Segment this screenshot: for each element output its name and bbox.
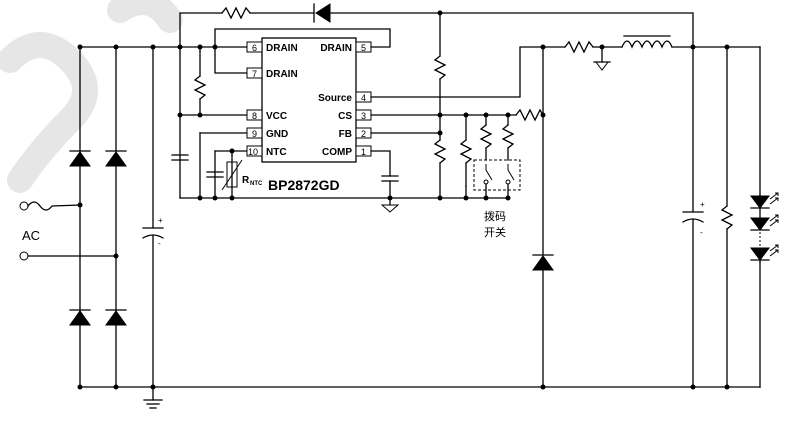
led-string	[750, 192, 779, 263]
pin-7-name: DRAIN	[266, 69, 298, 80]
svg-text:6: 6	[252, 43, 257, 53]
svg-text:2: 2	[361, 129, 366, 139]
svg-text:-: -	[158, 239, 161, 248]
ic-left-wiring	[152, 44, 441, 201]
pin-10-name: NTC	[266, 147, 287, 158]
bulk-capacitor: + -	[142, 44, 164, 390]
pin-2-name: FB	[339, 129, 352, 140]
svg-text:8: 8	[252, 111, 257, 121]
svg-text:1: 1	[361, 147, 366, 157]
bridge-rectifier	[69, 44, 761, 390]
svg-text:-: -	[700, 228, 703, 237]
watermark	[0, 0, 183, 193]
ac-input: AC	[19, 201, 117, 261]
svg-text:5: 5	[361, 43, 366, 53]
pin-3-name: CS	[338, 111, 352, 122]
bridge-diode-3	[69, 309, 91, 326]
output-stage: + -	[532, 35, 761, 390]
top-path	[179, 3, 694, 48]
led-3	[750, 244, 779, 261]
ic-right-wiring	[214, 12, 546, 213]
svg-text:+: +	[700, 200, 705, 209]
svg-text:NTC: NTC	[250, 181, 263, 187]
dip-switch: 拨码 开关	[439, 114, 521, 239]
dip-switch-label-1: 拨码	[484, 209, 506, 223]
bridge-diode-1	[69, 150, 91, 167]
rntc-label: R	[242, 175, 250, 186]
pin-4-name: Source	[318, 93, 352, 104]
ground-symbol-left	[143, 386, 163, 409]
svg-text:+: +	[158, 216, 163, 225]
pin-6-name: DRAIN	[266, 43, 298, 54]
pin-9-name: GND	[266, 129, 288, 140]
bridge-diode-2	[105, 150, 127, 167]
ic-part-number: BP2872GD	[268, 177, 340, 193]
ntc-thermistor: R NTC	[221, 159, 263, 191]
led-2	[750, 214, 779, 231]
svg-text:10: 10	[248, 147, 258, 157]
svg-text:7: 7	[252, 69, 257, 79]
svg-text:9: 9	[252, 129, 257, 139]
ac-label: AC	[22, 228, 40, 243]
led-1	[750, 192, 779, 209]
dip-switch-label-2: 开关	[484, 225, 506, 239]
pin-8-name: VCC	[266, 111, 287, 122]
pin-1-name: COMP	[322, 147, 352, 158]
svg-text:3: 3	[361, 111, 366, 121]
ic-bp2872gd: 6 7 8 9 10 5 4 3 2 1 DRAIN DRAIN VCC GND…	[246, 37, 372, 193]
pin-5-name: DRAIN	[320, 43, 352, 54]
bridge-diode-4	[105, 309, 127, 326]
svg-text:4: 4	[361, 93, 366, 103]
